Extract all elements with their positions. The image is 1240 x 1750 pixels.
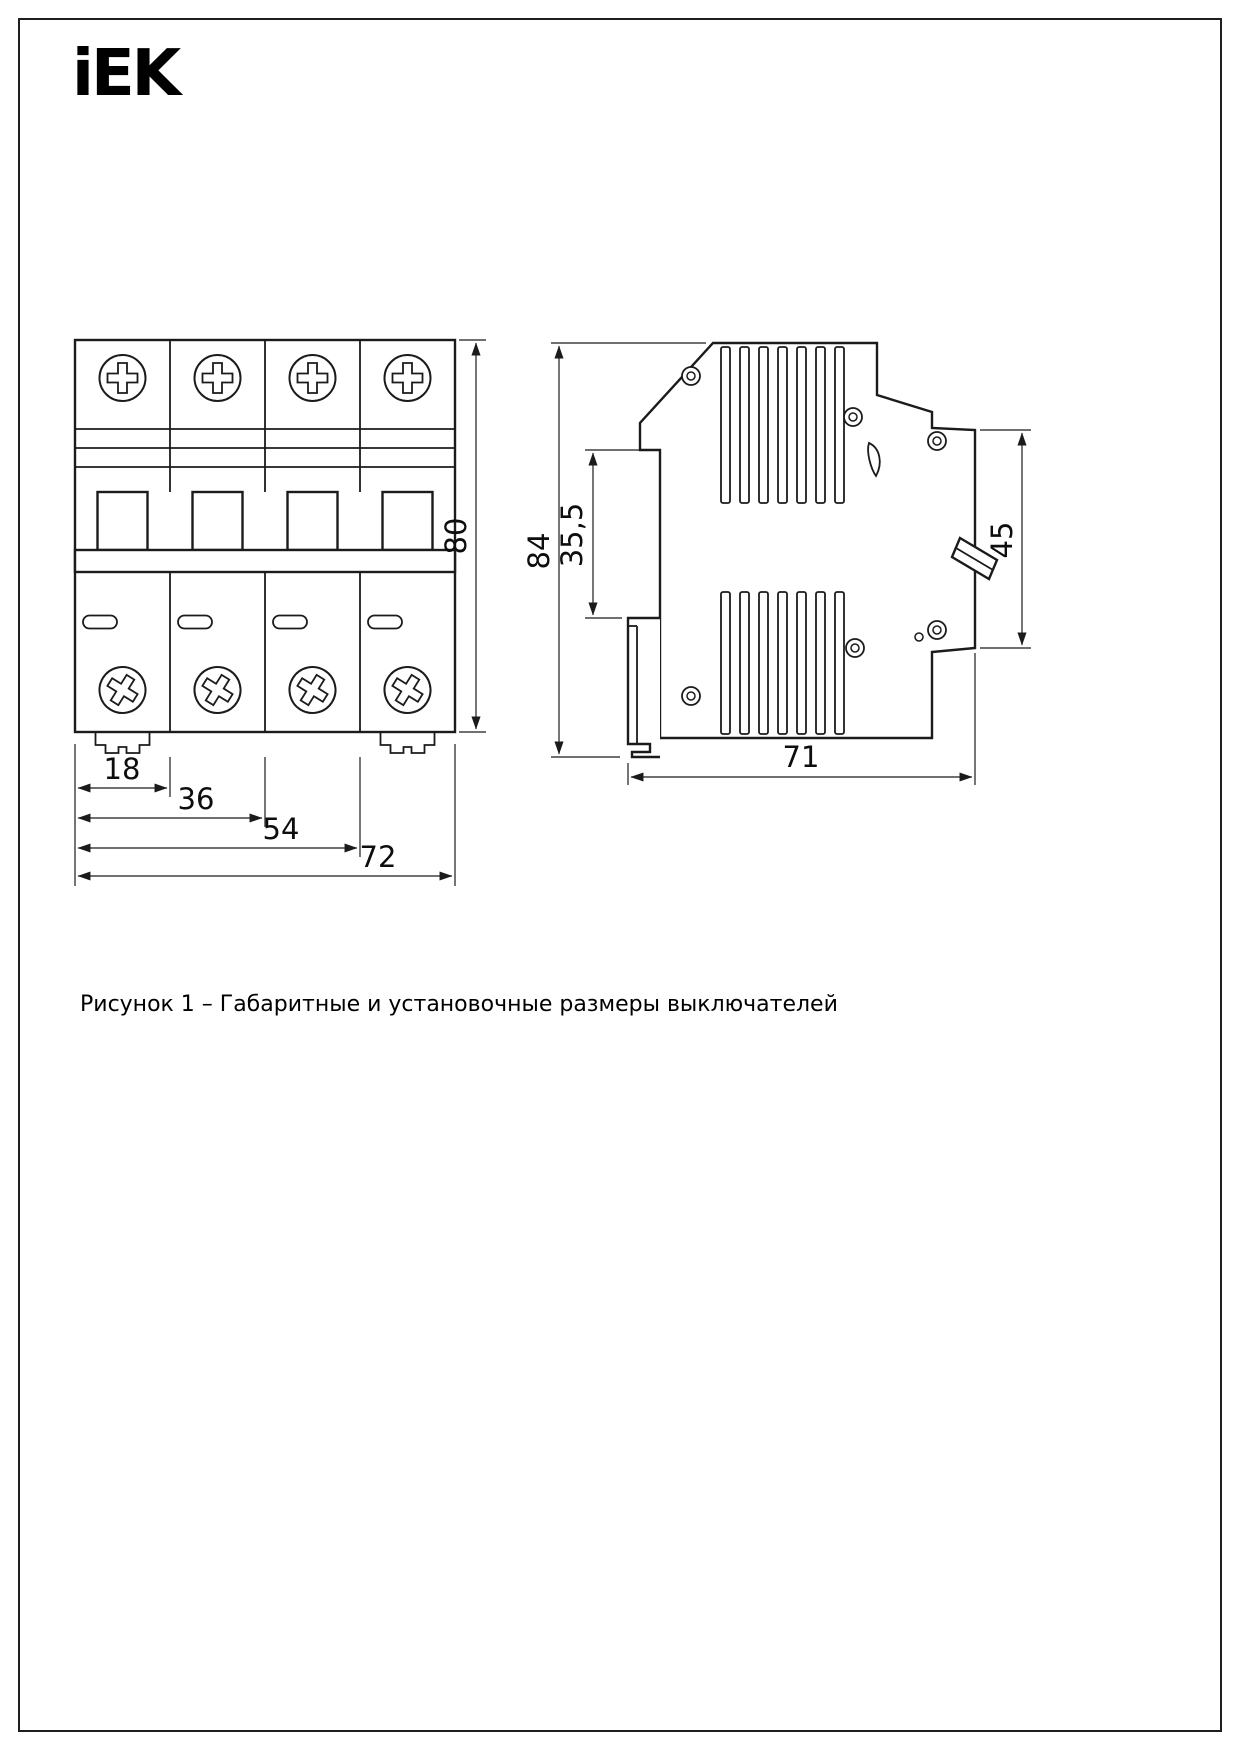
label-windows (82, 614, 403, 630)
rivets (681, 366, 947, 706)
dim-label-36: 36 (178, 782, 215, 816)
dim-label-80: 80 (439, 518, 473, 555)
side-view-drawing (626, 341, 999, 759)
dim-label-35-5: 35,5 (555, 503, 589, 568)
dim-45: 45 (980, 429, 1031, 649)
figure-caption: Рисунок 1 – Габаритные и установочные ра… (80, 992, 838, 1017)
dim-label-71: 71 (783, 740, 820, 774)
dim-label-54: 54 (263, 812, 300, 846)
iek-logo: iEK (72, 37, 181, 111)
din-clips (94, 732, 436, 754)
curved-slot (867, 441, 881, 478)
dim-80: 80 (439, 339, 486, 733)
dim-label-45: 45 (985, 522, 1019, 559)
dim-35-5: 35,5 (555, 449, 650, 619)
side-view-dimensions: 84 35,5 45 71 (522, 342, 1031, 785)
vent-slots-bottom (720, 591, 845, 735)
front-view-drawing (73, 338, 457, 754)
handle-bar (73, 548, 457, 574)
din-clip-side (626, 616, 660, 759)
vent-slots-top (720, 346, 845, 504)
dim-label-72: 72 (360, 840, 397, 874)
front-view-dimensions: 80 18 36 54 72 (74, 339, 486, 886)
dim-84: 84 (522, 342, 706, 758)
dim-chain-width: 18 36 54 72 (74, 744, 456, 886)
toggle-tab (950, 536, 999, 581)
small-pin (914, 632, 924, 642)
dim-label-18: 18 (104, 752, 141, 786)
dim-label-84: 84 (522, 533, 556, 570)
page-border (18, 18, 1222, 1732)
dim-71: 71 (627, 653, 976, 785)
